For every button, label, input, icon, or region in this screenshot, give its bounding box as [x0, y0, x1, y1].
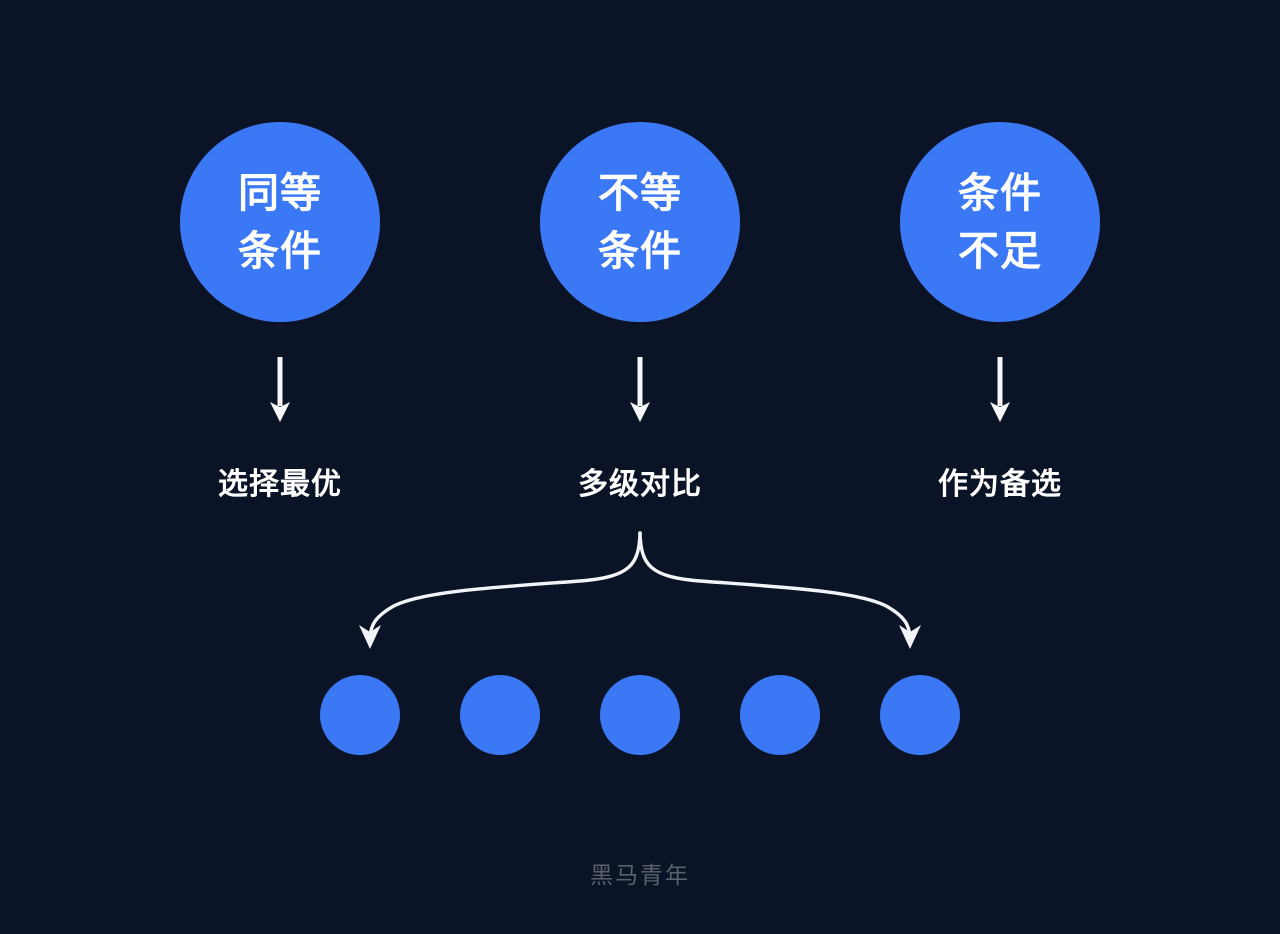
- outcome-label-choose-best: 选择最优: [218, 468, 342, 501]
- down-arrow-icon: [260, 352, 300, 428]
- circle-equal-conditions[interactable]: 同等 条件: [180, 122, 380, 322]
- circle-label-line1: 同等: [238, 169, 322, 216]
- down-arrow-icon: [980, 352, 1020, 428]
- option-dot[interactable]: [600, 675, 680, 755]
- outcome-label-as-alternative: 作为备选: [938, 468, 1062, 501]
- curly-brace-connector-icon: [330, 525, 950, 655]
- down-arrow-icon: [620, 352, 660, 428]
- option-dot-row: [0, 675, 1280, 755]
- circle-unequal-conditions[interactable]: 不等 条件: [540, 122, 740, 322]
- circle-label-line2: 条件: [598, 228, 682, 274]
- circle-label-line1: 不等: [598, 169, 682, 216]
- circle-insufficient-conditions[interactable]: 条件 不足: [900, 122, 1100, 322]
- option-dot[interactable]: [740, 675, 820, 755]
- circle-label-line2: 条件: [238, 228, 322, 274]
- condition-circle-row: 同等 条件 不等 条件 条件 不足: [0, 122, 1280, 322]
- option-dot[interactable]: [460, 675, 540, 755]
- watermark-text: 黑马青年: [590, 862, 690, 888]
- option-dot[interactable]: [880, 675, 960, 755]
- circle-label-line2: 不足: [958, 228, 1042, 274]
- outcome-label-multilevel-compare: 多级对比: [578, 468, 702, 501]
- option-dot[interactable]: [320, 675, 400, 755]
- circle-label-line1: 条件: [958, 169, 1042, 216]
